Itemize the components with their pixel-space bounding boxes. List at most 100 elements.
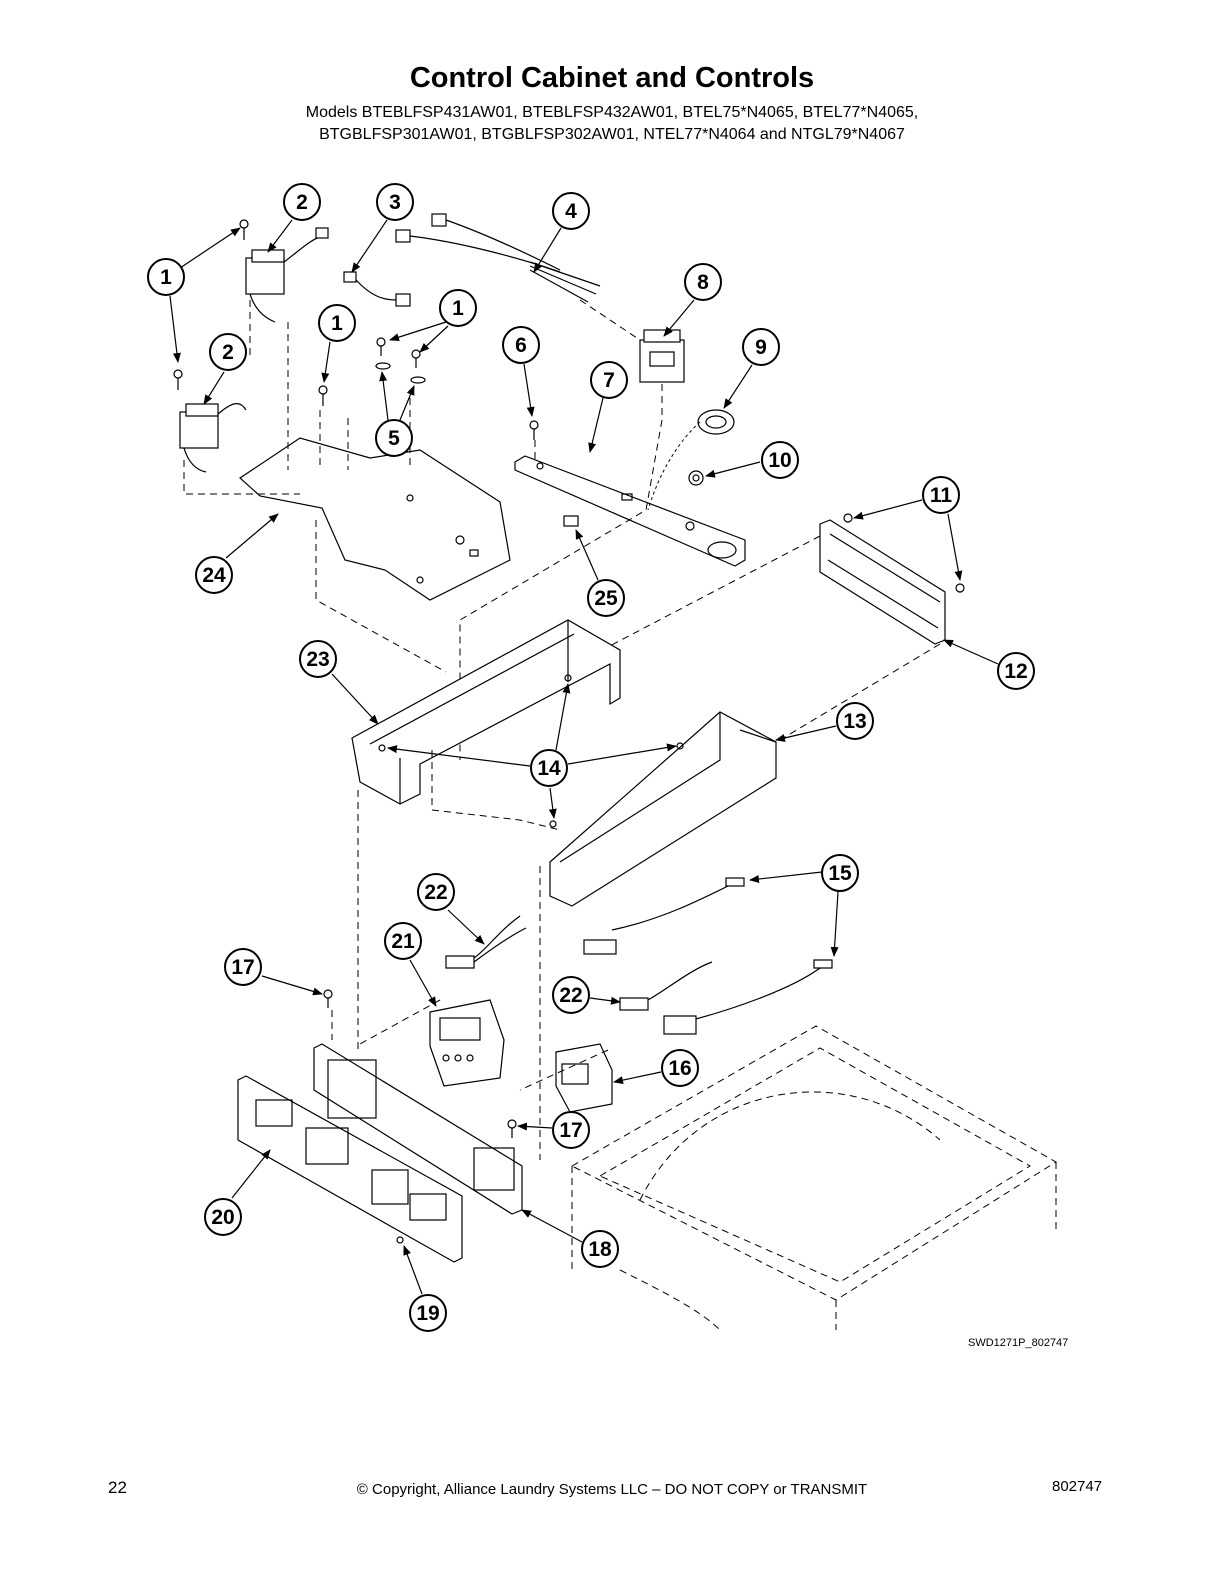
transformer-upper [245,227,329,323]
page-title: Control Cabinet and Controls [409,62,815,94]
callout-22-21: 22 [417,873,455,911]
callout-1-0: 1 [147,258,185,296]
callout-number: 17 [231,956,254,979]
contactor-8 [639,329,685,383]
callout-number: 1 [452,297,464,320]
callout-11-13: 11 [922,476,960,514]
leader-lines [169,219,999,1295]
callout-circle [552,192,590,230]
callout-number: 14 [537,757,561,780]
callout-7-10: 7 [590,361,628,399]
callout-5-11: 5 [375,419,413,457]
base-cabinet [570,1025,1057,1331]
drawing-code: SWD1271P_802747 [968,1337,1069,1349]
callout-number: 1 [160,266,172,289]
callout-circle [439,289,477,327]
nut-10 [688,470,704,486]
sensor-harness-15-upper [583,877,745,955]
control-bracket-7 [514,455,746,567]
callout-number: 11 [930,484,953,507]
callout-number: 23 [306,648,329,671]
copyright-notice: © Copyright, Alliance Laundry Systems LL… [356,1481,868,1498]
callout-circle [530,749,568,787]
callout-number: 16 [668,1057,691,1080]
transformer-lower [179,403,247,473]
callout-14-19: 14 [530,749,568,787]
callout-1-4: 1 [318,304,356,342]
callout-number: 7 [603,369,615,392]
screws-1 [173,219,426,406]
callout-circle [147,258,185,296]
callout-2-1: 2 [283,183,321,221]
callout-number: 12 [1004,660,1027,683]
screw-6 [529,420,539,440]
callout-18-28: 18 [581,1230,619,1268]
callout-circle [581,1230,619,1268]
callout-22-24: 22 [552,976,590,1014]
callout-number: 17 [559,1119,582,1142]
callout-number: 22 [424,881,447,904]
control-overlay-20 [237,1075,463,1263]
callout-number: 20 [211,1206,234,1229]
callout-16-25: 16 [661,1049,699,1087]
callout-23-16: 23 [299,640,337,678]
callout-number: 4 [565,200,577,223]
callout-circle [384,922,422,960]
callout-20-27: 20 [204,1198,242,1236]
callout-circle [821,854,859,892]
mounting-plate-24 [239,437,511,601]
callout-number: 21 [391,930,415,953]
clip-25 [563,515,579,527]
harness-22-upper [445,915,527,969]
callout-circle [742,328,780,366]
callout-circle [204,1198,242,1236]
callout-circle [375,419,413,457]
callout-circle [299,640,337,678]
callout-2-6: 2 [209,333,247,371]
callout-circle [318,304,356,342]
callout-number: 22 [559,984,582,1007]
callout-circle [552,976,590,1014]
callout-3-2: 3 [376,183,414,221]
callout-19-29: 19 [409,1294,447,1332]
callout-circle [283,183,321,221]
sensor-harness-15-lower [663,959,833,1035]
callout-circle [836,702,874,740]
callout-circle [922,476,960,514]
callout-number: 18 [588,1238,612,1261]
callout-number: 1 [331,312,343,335]
callout-number: 3 [389,191,401,214]
callout-17-26: 17 [552,1111,590,1149]
bracket-12 [819,513,965,645]
callout-number: 6 [515,334,527,357]
callout-number: 9 [755,336,767,359]
callout-circle [590,361,628,399]
callout-13-18: 13 [836,702,874,740]
callout-circle [761,441,799,479]
page-number: 22 [108,1478,127,1497]
callout-number: 24 [202,564,226,587]
callout-21-22: 21 [384,922,422,960]
callout-circle [209,333,247,371]
callout-circle [997,652,1035,690]
callout-24-14: 24 [195,556,233,594]
harness-4 [395,213,601,303]
callout-1-5: 1 [439,289,477,327]
callout-number: 13 [843,710,866,733]
callout-circle [195,556,233,594]
callout-number: 2 [222,341,234,364]
pressure-switch-9 [697,409,735,435]
front-channel-23 [351,619,621,805]
models-line-2: BTGBLFSP301AW01, BTGBLFSP302AW01, NTEL77… [319,126,905,143]
callout-25-15: 25 [587,579,625,617]
callout-number: 5 [388,427,400,450]
screws-17-19 [323,989,517,1244]
callout-9-9: 9 [742,328,780,366]
callout-6-8: 6 [502,326,540,364]
callout-circle [552,1111,590,1149]
callout-circle [684,263,722,301]
callout-circle [417,873,455,911]
callout-circle [376,183,414,221]
